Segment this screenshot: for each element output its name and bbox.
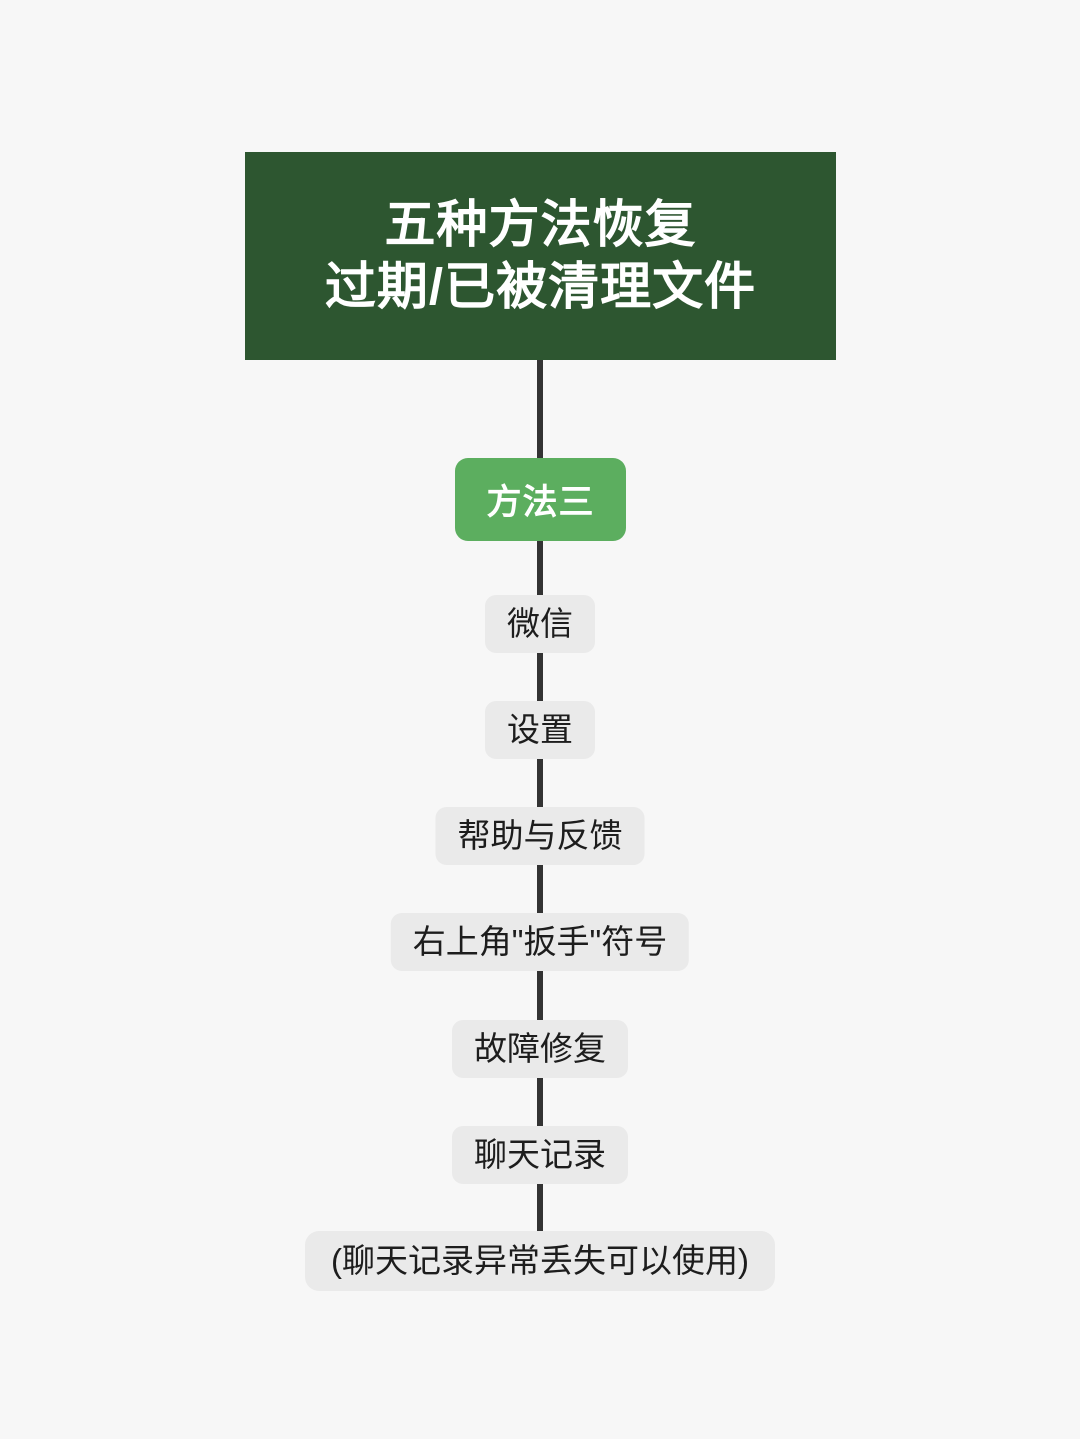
flow-step-chat-history[interactable]: 聊天记录 [452,1126,628,1185]
method-badge-label: 方法三 [486,483,595,522]
flow-step-wechat[interactable]: 微信 [485,595,595,654]
flow-step-label: 聊天记录 [474,1136,606,1173]
flow-step-help-feedback[interactable]: 帮助与反馈 [435,807,645,866]
flow-step-label: 帮助与反馈 [457,817,623,854]
flow-step-settings[interactable]: 设置 [485,701,595,760]
flow-step-label: 故障修复 [474,1030,606,1067]
method-badge[interactable]: 方法三 [455,458,626,541]
header-title-line-1: 五种方法恢复 [384,195,697,253]
flow-step-note[interactable]: (聊天记录异常丢失可以使用) [305,1231,775,1292]
flow-step-troubleshoot[interactable]: 故障修复 [452,1020,628,1079]
flow-step-label: 设置 [507,711,573,748]
flow-step-label: 微信 [507,605,573,642]
header-banner: 五种方法恢复 过期/已被清理文件 [245,152,836,360]
flow-step-label: 右上角"扳手"符号 [412,923,668,960]
flow-step-wrench-icon[interactable]: 右上角"扳手"符号 [390,913,690,972]
header-title-line-2: 过期/已被清理文件 [324,258,757,315]
flow-step-label: (聊天记录异常丢失可以使用) [331,1242,749,1279]
